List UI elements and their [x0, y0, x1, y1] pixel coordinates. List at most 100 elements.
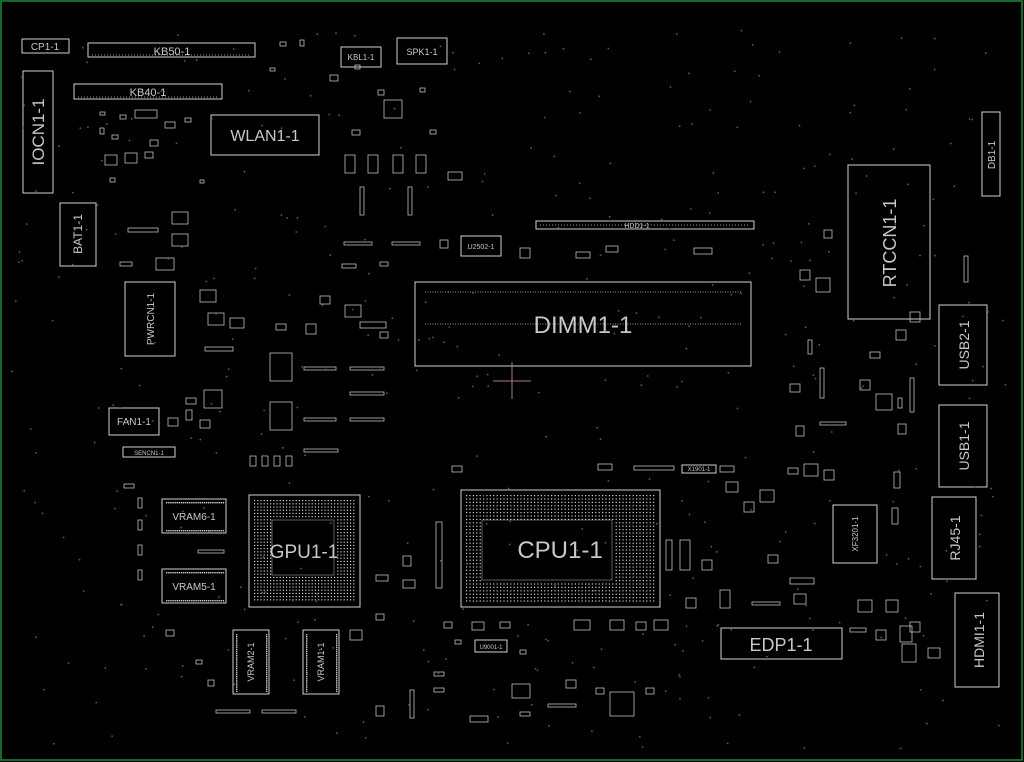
pad	[236, 680, 238, 682]
bga-ball	[622, 559, 624, 561]
bga-ball	[270, 576, 272, 578]
bga-ball	[578, 498, 580, 500]
via	[885, 554, 888, 556]
vram2-chip[interactable]: VRAM2-1	[232, 629, 270, 695]
bga-ball	[571, 518, 573, 520]
bga-ball	[503, 600, 505, 602]
gpu1-chip[interactable]: GPU1-1	[248, 494, 361, 608]
bga-ball	[513, 600, 515, 602]
kb40-connector[interactable]: KB40-1	[73, 83, 223, 100]
bga-ball	[324, 503, 326, 505]
bga-ball	[578, 590, 580, 592]
wlan1-module[interactable]: WLAN1-1	[210, 114, 320, 156]
bga-ball	[510, 518, 512, 520]
bga-ball	[619, 495, 621, 497]
u2502-chip[interactable]: U2502-1	[460, 235, 502, 257]
bga-ball	[595, 597, 597, 599]
via	[642, 633, 644, 636]
bga-ball	[334, 509, 336, 511]
bga-ball	[537, 586, 539, 588]
bga-ball	[629, 518, 631, 520]
smd-component	[799, 269, 811, 281]
bga-ball	[466, 576, 468, 578]
bga-ball	[622, 542, 624, 544]
bga-ball	[337, 544, 339, 546]
bga-ball	[292, 512, 294, 514]
bga-ball	[273, 500, 275, 502]
xf3201-transformer[interactable]: XF3201-1	[832, 504, 878, 564]
spk1-connector[interactable]: SPK1-1	[396, 37, 448, 65]
bga-ball	[544, 515, 546, 517]
iocn1-connector[interactable]: IOCN1-1	[22, 70, 54, 194]
smd-component	[875, 629, 887, 641]
smd-component	[519, 711, 531, 717]
pad	[187, 502, 189, 504]
via	[415, 369, 418, 372]
bat1-connector[interactable]: BAT1-1	[59, 202, 97, 267]
bga-ball	[629, 593, 631, 595]
bga-ball	[571, 600, 573, 602]
bga-ball	[523, 508, 525, 510]
x1901-crystal[interactable]: X1901-1	[681, 464, 717, 474]
smd-component	[303, 417, 337, 422]
u9001-chip[interactable]: U9001-1	[474, 639, 508, 653]
bga-ball	[554, 518, 556, 520]
bga-ball	[472, 559, 474, 561]
via	[486, 373, 489, 376]
kb50-connector[interactable]: KB50-1	[87, 42, 256, 58]
via	[664, 690, 667, 692]
vram1-chip[interactable]: VRAM1-1	[302, 629, 340, 695]
rj45-connector[interactable]: RJ45-1	[931, 496, 977, 580]
bga-ball	[343, 583, 345, 585]
fan1-label: FAN1-1	[117, 417, 151, 428]
via	[803, 285, 805, 287]
bga-ball	[595, 590, 597, 592]
cp1-connector[interactable]: CP1-1	[21, 38, 70, 54]
pad	[306, 688, 308, 690]
dimm1-slot[interactable]: DIMM1-1	[414, 281, 752, 367]
bga-ball	[547, 515, 549, 517]
sencn1-connector[interactable]: SENCN1-1	[122, 446, 176, 458]
vram5-chip[interactable]: VRAM5-1	[161, 568, 227, 604]
bga-ball	[472, 563, 474, 565]
hdd1-connector[interactable]: HDD1-1	[535, 220, 755, 230]
pwrcn1-connector[interactable]: PWRCN1-1	[124, 281, 176, 357]
bga-ball	[646, 590, 648, 592]
bga-ball	[260, 535, 262, 537]
hdmi1-connector[interactable]: HDMI1-1	[954, 592, 1000, 688]
bga-ball	[564, 583, 566, 585]
via	[593, 666, 595, 669]
bga-ball	[649, 597, 651, 599]
bga-ball	[605, 498, 607, 500]
via	[476, 375, 478, 378]
cpu1-chip[interactable]: CPU1-1	[460, 489, 661, 608]
bga-ball	[346, 506, 348, 508]
via	[578, 328, 581, 331]
edp1-connector[interactable]: EDP1-1	[720, 627, 843, 660]
rtccn1-connector[interactable]: RTCCN1-1	[847, 164, 931, 320]
bga-ball	[472, 566, 474, 568]
bga-ball	[619, 593, 621, 595]
smd-component	[104, 154, 118, 166]
rj45-label: RJ45-1	[947, 515, 963, 560]
bga-ball	[517, 518, 519, 520]
db1-connector[interactable]: DB1-1	[981, 111, 1001, 197]
smd-component	[595, 687, 605, 695]
bga-ball	[279, 583, 281, 585]
fan1-connector[interactable]: FAN1-1	[108, 407, 160, 436]
bga-ball	[340, 522, 342, 524]
pad	[266, 678, 268, 680]
vram6-chip[interactable]: VRAM6-1	[161, 498, 227, 534]
via	[907, 558, 910, 560]
usb1-connector[interactable]: USB1-1	[938, 404, 988, 488]
bga-ball	[568, 597, 570, 599]
kbl1-connector[interactable]: KBL1-1	[340, 46, 382, 68]
bga-ball	[276, 596, 278, 598]
bga-ball	[530, 508, 532, 510]
bga-ball	[646, 535, 648, 537]
bga-ball	[622, 505, 624, 507]
pad	[172, 530, 174, 532]
via	[660, 218, 663, 221]
usb2-connector[interactable]: USB2-1	[938, 304, 988, 386]
pad	[197, 502, 199, 504]
